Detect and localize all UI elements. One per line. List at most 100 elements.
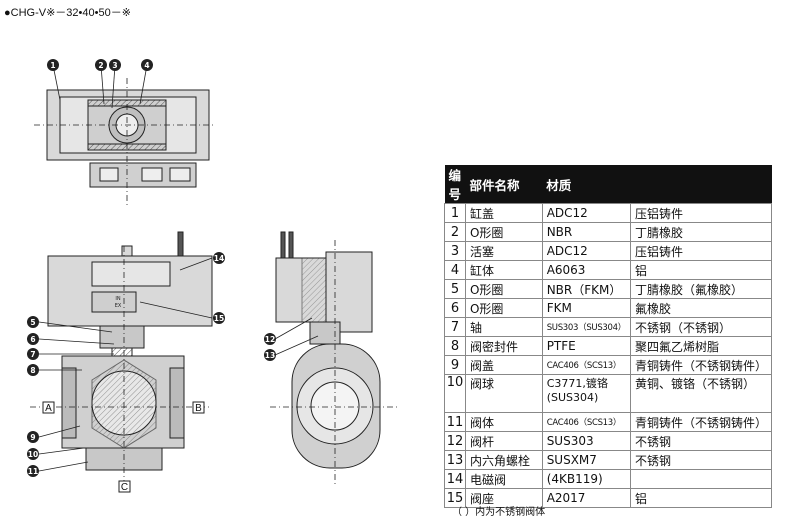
table-cell: ADC12 xyxy=(541,203,631,223)
table-cell: 2 xyxy=(444,222,466,242)
callout-5: 5 xyxy=(27,316,39,328)
table-cell: 10 xyxy=(444,374,466,413)
table-cell: O形圈 xyxy=(464,298,543,318)
svg-text:10: 10 xyxy=(28,450,38,459)
table-cell: NBR（FKM） xyxy=(541,279,631,299)
callout-12: 12 xyxy=(264,333,276,345)
table-cell: 活塞 xyxy=(464,241,543,261)
header-no: 编号 xyxy=(444,165,466,204)
table-cell: 阀杆 xyxy=(464,431,543,451)
callout-14: 14 xyxy=(213,252,225,264)
table-cell: ADC12 xyxy=(541,241,631,261)
svg-text:4: 4 xyxy=(144,61,149,70)
svg-text:8: 8 xyxy=(30,366,35,375)
callout-11: 11 xyxy=(27,465,39,477)
svg-text:6: 6 xyxy=(30,335,35,344)
port-C: C xyxy=(121,482,128,493)
svg-text:11: 11 xyxy=(28,467,38,476)
callout-8: 8 xyxy=(27,364,39,376)
table-cell: 黄铜、镀铬（不锈钢） xyxy=(629,374,773,413)
svg-text:13: 13 xyxy=(265,351,275,360)
table-cell: 缸盖 xyxy=(464,203,543,223)
table-cell: 5 xyxy=(444,279,466,299)
callout-9: 9 xyxy=(27,431,39,443)
table-cell: 铝 xyxy=(629,488,773,508)
table-cell: 压铝铸件 xyxy=(629,241,773,261)
table-cell: 丁腈橡胶 xyxy=(629,222,773,242)
table-cell: 7 xyxy=(444,317,466,337)
table-cell: SUS303（SUS304） xyxy=(541,317,631,337)
table-cell: 不锈钢 xyxy=(629,450,773,470)
table-cell: 内六角螺栓 xyxy=(464,450,543,470)
table-cell: FKM xyxy=(541,298,631,318)
table-cell: 4 xyxy=(444,260,466,280)
table-cell: 丁腈橡胶（氟橡胶） xyxy=(629,279,773,299)
table-cell: 阀球 xyxy=(464,374,543,413)
callout-3: 3 xyxy=(109,59,121,71)
table-cell xyxy=(629,469,773,489)
callout-2: 2 xyxy=(95,59,107,71)
table-cell: 阀体 xyxy=(464,412,543,432)
table-cell: 青铜铸件（不锈钢铸件） xyxy=(629,412,773,432)
svg-text:7: 7 xyxy=(30,350,35,359)
ex-mark: EX xyxy=(115,303,122,309)
port-A: A xyxy=(45,403,52,414)
table-cell: 9 xyxy=(444,355,466,375)
port-markers: A B C xyxy=(42,401,205,493)
model-title: ●CHG-V※－32•40•50－※ xyxy=(4,7,131,19)
table-cell: C3771,镀铬 (SUS304) xyxy=(541,374,631,413)
header-material: 材质 xyxy=(542,165,772,204)
table-cell: 电磁阀 xyxy=(464,469,543,489)
callout-7: 7 xyxy=(27,348,39,360)
table-cell: NBR xyxy=(541,222,631,242)
table-cell: 不锈钢 xyxy=(629,431,773,451)
table-header-row: 编号 部件名称 材质 xyxy=(444,165,772,204)
callouts xyxy=(38,64,319,472)
table-cell: 12 xyxy=(444,431,466,451)
callout-4: 4 xyxy=(141,59,153,71)
svg-text:1: 1 xyxy=(50,61,55,70)
table-cell: A6063 xyxy=(541,260,631,280)
callout-6: 6 xyxy=(27,333,39,345)
table-cell: 14 xyxy=(444,469,466,489)
table-cell: O形圈 xyxy=(464,222,543,242)
table-cell: 1 xyxy=(444,203,466,223)
in-mark: IN xyxy=(115,296,120,302)
table-cell: 压铝铸件 xyxy=(629,203,773,223)
callout-13: 13 xyxy=(264,349,276,361)
table-cell: 阀密封件 xyxy=(464,336,543,356)
table-cell: 11 xyxy=(444,412,466,432)
callout-10: 10 xyxy=(27,448,39,460)
svg-text:9: 9 xyxy=(30,433,35,442)
valve-cross-section-drawing: A B C 1 2 3 4 5 6 7 8 9 10 11 12 13 xyxy=(27,59,398,493)
table-cell: 13 xyxy=(444,450,466,470)
table-cell: 3 xyxy=(444,241,466,261)
table-cell: O形圈 xyxy=(464,279,543,299)
callout-15: 15 xyxy=(213,312,225,324)
table-cell: PTFE xyxy=(541,336,631,356)
table-cell: 6 xyxy=(444,298,466,318)
table-cell: SUS303 xyxy=(541,431,631,451)
callout-1: 1 xyxy=(47,59,59,71)
table-cell: (4KB119) xyxy=(541,469,631,489)
table-cell: 青铜铸件（不锈钢铸件） xyxy=(629,355,773,375)
table-cell: CAC406（SCS13） xyxy=(541,412,631,432)
table-cell: 聚四氟乙烯树脂 xyxy=(629,336,773,356)
svg-text:14: 14 xyxy=(214,254,224,263)
svg-text:15: 15 xyxy=(214,314,224,323)
table-cell: A2017 xyxy=(541,488,631,508)
header-part-name: 部件名称 xyxy=(465,165,543,204)
table-cell: 阀座 xyxy=(464,488,543,508)
